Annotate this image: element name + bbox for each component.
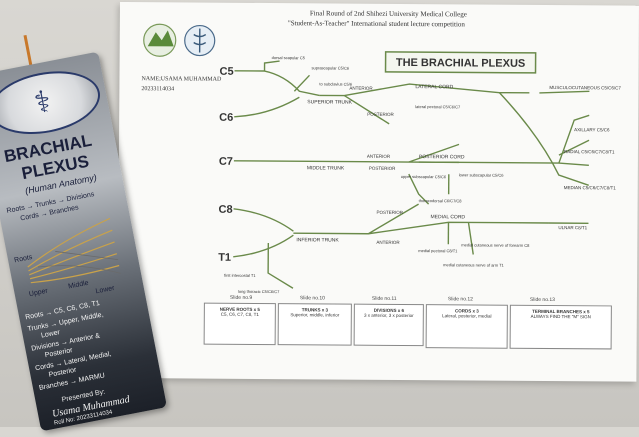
nerve-label: suprascapular C5/C6	[312, 65, 350, 70]
division-label: POSTERIOR	[377, 210, 404, 215]
nerve-lines	[233, 60, 590, 289]
nerve-label: medial cutaneous nerve of forearm C8	[461, 242, 530, 247]
bookmark-body: ⚕ BRACHIAL PLEXUS (Human Anatomy) Roots …	[0, 51, 168, 432]
nerve-label: first intercostal T1	[224, 273, 256, 278]
student-name: NAME;USAMA MUHAMMAD	[141, 76, 222, 83]
student-id: 20233114034	[141, 86, 175, 93]
root-t1-label: T1	[218, 252, 231, 264]
cord-posterior-label: POSTERIOR CORD	[419, 154, 465, 160]
terminal-label: MUSCULOCUTANEOUS C5/C6/C7	[549, 85, 621, 91]
bookmark-legend: Roots → C5, C6, C8, T1 Trunks → Upper, M…	[23, 292, 157, 397]
slide-sub: Lateral, posterior, medial	[442, 313, 492, 319]
nerve-label: thoracodorsal C6/C7/C8	[419, 198, 463, 203]
division-label: POSTERIOR	[369, 166, 396, 171]
bookmark-lower-label: Lower	[95, 284, 116, 296]
plexus-diagram: THE BRACHIAL PLEXUS C5 C6 C7 C8 T1	[143, 23, 621, 294]
nerve-label: dorsal scapular C5	[272, 55, 306, 60]
paper-sheet: THE BRACHIAL PLEXUS C5 C6 C7 C8 T1	[117, 2, 639, 382]
slide-box-cords: CORDS x 3 Lateral, posterior, medial	[425, 304, 508, 349]
slide-sub: 3 x anterior, 3 x posterior	[364, 312, 414, 319]
nerve-label: medial cutaneous nerve of arm T1	[443, 262, 504, 267]
terminal-label: MEDIAN C5/C6/C7/C8/T1	[564, 185, 617, 190]
mini-plexus-diagram	[27, 217, 121, 284]
slide-box-divisions: DIVISIONS x 6 3 x anterior, 3 x posterio…	[353, 303, 424, 347]
slide-box-roots: NERVE ROOTS x 5 C5, C6, C7, C8, T1	[203, 302, 276, 346]
root-c5-label: C5	[219, 66, 233, 78]
terminal-label: RADIAL C5/C6/C7/C8/T1	[564, 149, 615, 154]
terminal-label: ULNAR C8/T1	[558, 225, 587, 230]
slide-box-terminal: TERMINAL BRANCHES x 5 ALWAYS FIND THE "M…	[509, 304, 612, 350]
slide-label: Slide no.13	[529, 296, 555, 304]
nerve-label: medial pectoral C8/T1	[418, 248, 458, 253]
division-label: ANTERIOR	[376, 240, 400, 245]
trunk-superior-label: SUPERIOR TRUNK	[307, 99, 352, 105]
slide-sub: C5, C6, C7, C8, T1	[220, 311, 259, 317]
slide-label: Slide no.11	[371, 295, 397, 302]
slide-label: Slide no.10	[299, 295, 325, 302]
mountain-icon	[147, 30, 174, 47]
slide-label: Slide no.9	[229, 294, 253, 301]
bookmark: ⚕ BRACHIAL PLEXUS (Human Anatomy) Roots …	[0, 34, 168, 437]
cord-lateral-label: LATERAL CORD	[415, 84, 453, 90]
caduceus-icon	[193, 28, 207, 53]
header-line-1: Final Round of 2nd Shihezi University Me…	[309, 9, 467, 19]
title-box	[384, 51, 537, 74]
trunk-inferior-label: INFERIOR TRUNK	[296, 237, 339, 243]
nerve-label: to subclavius C5/6	[319, 81, 352, 86]
slide-label: Slide no.12	[447, 296, 473, 303]
nerve-label: upper subscapular C5/C6	[401, 174, 447, 179]
terminal-label: AXILLARY C5/C6	[574, 127, 610, 132]
diagram-title: THE BRACHIAL PLEXUS	[396, 57, 525, 70]
slide-box-trunks: TRUNKS x 3 Superior, middle, inferior	[277, 303, 352, 346]
root-c6-label: C6	[219, 112, 233, 124]
header-line-2: "Student-As-Teacher" International stude…	[287, 19, 465, 29]
cord-medial-label: MEDIAL CORD	[430, 214, 465, 220]
nerve-label: long thoracic C5/C6/C7	[238, 289, 280, 294]
slide-sub: ALWAYS FIND THE "M" SIGN	[530, 313, 591, 320]
nerve-label: lower subscapular C5/C6	[459, 172, 504, 177]
division-label: ANTERIOR	[349, 86, 373, 91]
slide-sub: Superior, middle, inferior	[290, 312, 340, 318]
trunk-middle-label: MIDDLE TRUNK	[307, 165, 345, 171]
legend-trunks-2: Lower	[40, 329, 61, 340]
root-c8-label: C8	[219, 204, 233, 216]
caduceus-icon: ⚕	[31, 84, 54, 121]
division-label: POSTERIOR	[367, 112, 394, 117]
division-label: ANTERIOR	[367, 154, 391, 159]
root-c7-label: C7	[219, 156, 233, 168]
nerve-label: lateral pectoral C5/C6/C7	[415, 104, 461, 109]
